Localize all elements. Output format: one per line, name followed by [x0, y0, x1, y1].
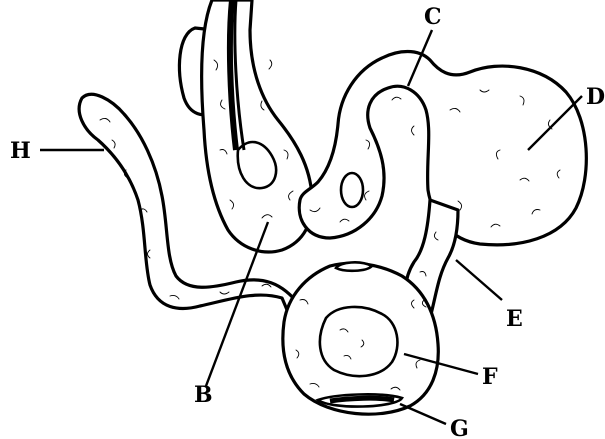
label-g: G [450, 416, 469, 439]
tube-c-ring [341, 173, 363, 207]
leader-e [456, 260, 502, 300]
chamber-f-top-opening [336, 262, 372, 270]
leader-g [400, 404, 446, 424]
tube-b [202, 0, 313, 252]
label-c: C [424, 4, 442, 30]
label-h: H [10, 138, 31, 164]
chamber-f-core [320, 307, 398, 376]
label-f: F [482, 364, 498, 390]
label-e: E [506, 306, 523, 332]
label-b: B [194, 382, 213, 408]
label-d: D [586, 84, 605, 110]
